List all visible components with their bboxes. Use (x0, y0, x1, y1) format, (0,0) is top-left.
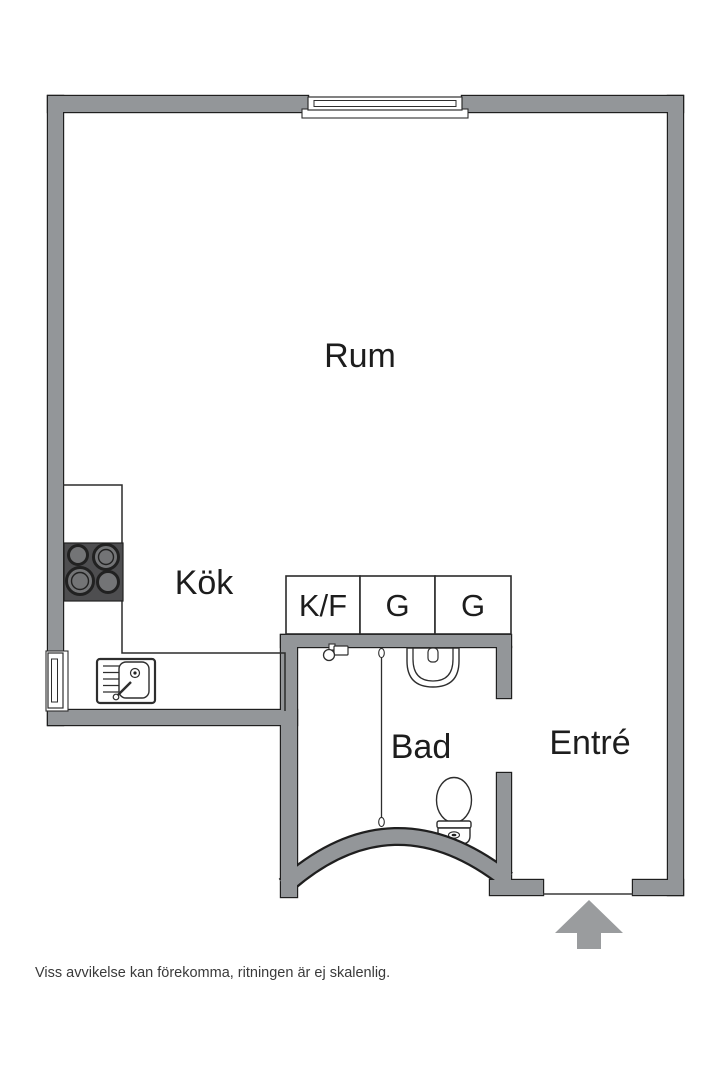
window-top-icon (301, 96, 469, 119)
closets: K/F G G (285, 575, 512, 635)
shower-curtain-line (378, 647, 385, 828)
window-left-icon (45, 650, 69, 712)
walls (46, 94, 685, 899)
toilet-icon (435, 776, 473, 845)
closet-kf-box (285, 575, 361, 635)
room-label-bad: Bad (391, 728, 452, 766)
washer-tap-icon (322, 643, 349, 662)
bathroom-sink-icon (406, 647, 460, 688)
closet-label-g1: G (385, 588, 409, 623)
room-label-kok: Kök (175, 564, 235, 602)
disclaimer-text: Viss avvikelse kan förekomma, ritningen … (35, 965, 390, 981)
closet-g2-box (434, 575, 512, 635)
stove-icon (63, 542, 124, 602)
closet-label-g2: G (461, 588, 485, 623)
room-label-rum: Rum (324, 337, 396, 375)
kitchen-sink-icon (95, 657, 157, 705)
entrance-arrow-icon (555, 900, 623, 949)
room-label-entre: Entré (549, 724, 630, 762)
closet-label-kf: K/F (299, 588, 347, 623)
kitchen-counter-outline (63, 484, 286, 711)
